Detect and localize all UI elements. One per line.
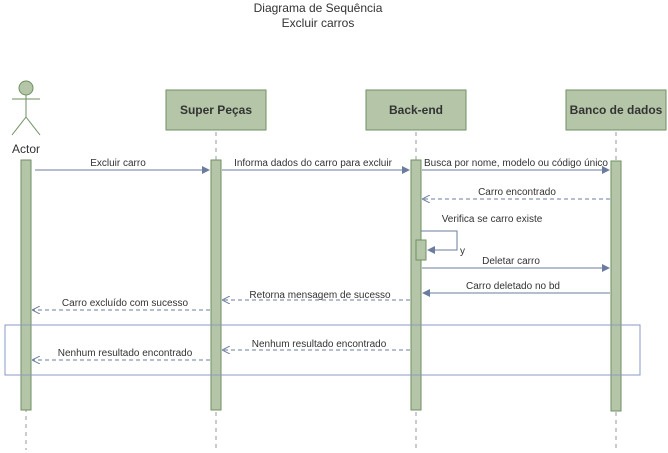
activation-actor (20, 159, 32, 411)
message-label-nenhum-resultado-backend: Nenhum resultado encontrado (252, 339, 387, 350)
message-label-excluir-carro: Excluir carro (90, 158, 146, 169)
activation-banco-de-dados (610, 160, 622, 412)
activation-super-pecas (210, 159, 222, 411)
message-label-nenhum-resultado-actor: Nenhum resultado encontrado (58, 348, 193, 359)
participant-back-end-label: Back-end (389, 103, 443, 117)
message-label-carro-encontrado: Carro encontrado (478, 187, 556, 198)
participant-banco-de-dados-box (565, 89, 667, 131)
participant-super-pecas-label: Super Peças (180, 103, 252, 117)
participant-back-end-box (365, 89, 467, 131)
alt-fragment-frame (4, 324, 641, 376)
message-arrow-verifica (421, 230, 458, 254)
diagram-title: Diagrama de Sequência (254, 1, 383, 15)
activation-back-end (410, 159, 422, 411)
message-label-busca: Busca por nome, modelo ou código único (424, 158, 608, 169)
actor-label: Actor (12, 142, 40, 156)
message-label-verifica-suffix: y (460, 246, 465, 257)
message-label-carro-excluido: Carro excluído com sucesso (62, 298, 189, 309)
message-label-carro-deletado: Carro deletado no bd (466, 281, 560, 292)
message-label-informa-dados: Informa dados do carro para excluir (234, 158, 393, 169)
diagram-subtitle: Excluir carros (282, 16, 355, 30)
activation-self-check (415, 239, 427, 261)
actor-figure-icon (11, 80, 41, 136)
message-label-verifica: Verifica se carro existe (442, 214, 543, 225)
message-label-retorna-sucesso: Retorna mensagem de sucesso (249, 290, 391, 301)
participant-super-pecas-box (165, 89, 267, 131)
message-label-deletar-carro: Deletar carro (482, 256, 540, 267)
participant-banco-de-dados-label: Banco de dados (570, 103, 663, 117)
